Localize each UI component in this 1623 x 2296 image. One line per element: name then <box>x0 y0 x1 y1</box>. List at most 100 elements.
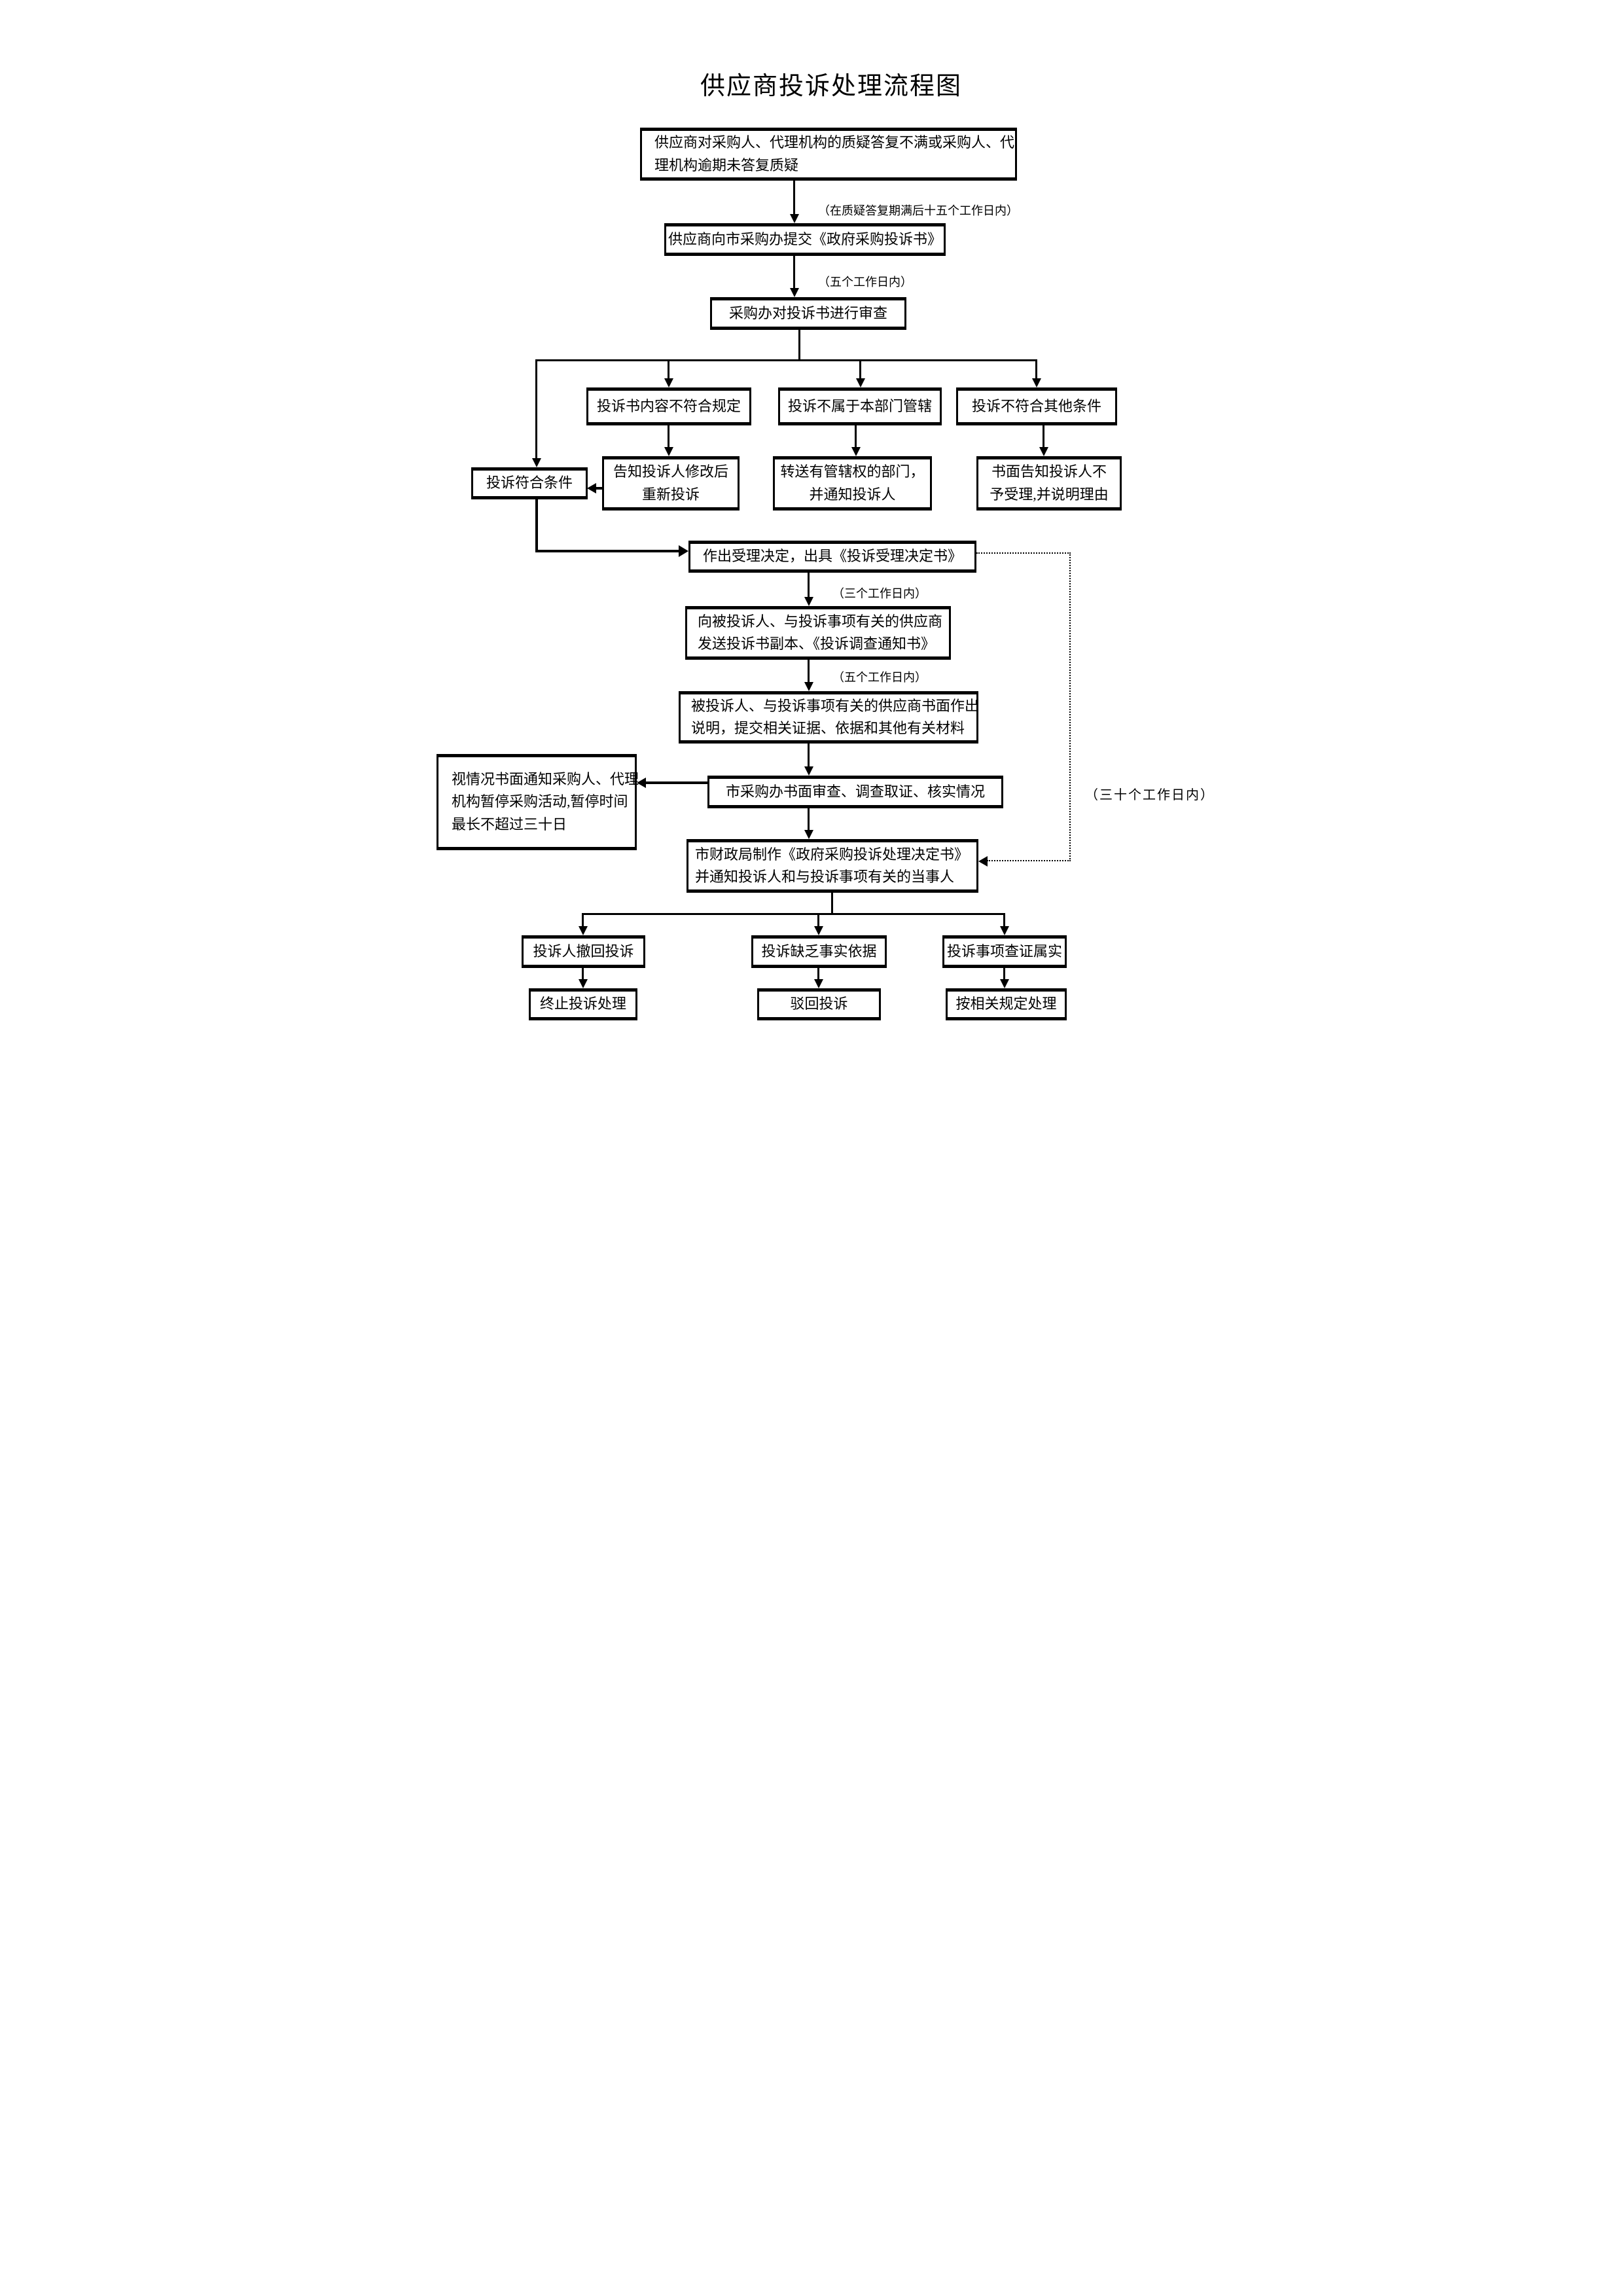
node-suspend-line1: 视情况书面通知采购人、代理 <box>452 771 639 788</box>
edge-jurisdiction-transfer <box>855 425 857 448</box>
node-content-not-conform: 投诉书内容不符合规定 <box>586 387 751 425</box>
node-transfer: 转送有管辖权的部门， 并通知投诉人 <box>773 456 932 511</box>
node-investigate-label: 市采购办书面审查、调查取证、核实情况 <box>725 783 985 800</box>
page-title: 供应商投诉处理流程图 <box>700 73 962 100</box>
node-review: 采购办对投诉书进行审查 <box>710 297 906 330</box>
node-start-line1: 供应商对采购人、代理机构的质疑答复不满或采购人、代 <box>654 134 1015 151</box>
edge-accept-send <box>808 573 810 600</box>
node-accept-decision-label: 作出受理决定，出具《投诉受理决定书》 <box>702 548 962 565</box>
node-review-label: 采购办对投诉书进行审查 <box>728 304 887 321</box>
edge-drop-lackfacts <box>817 913 819 927</box>
annotation-five-days-2: （五个工作日内） <box>832 671 927 684</box>
node-start: 供应商对采购人、代理机构的质疑答复不满或采购人、代 理机构逾期未答复质疑 <box>640 128 1017 181</box>
arrowhead-start-submit <box>790 214 799 223</box>
node-suspend-line2: 机构暂停采购活动,暂停时间 <box>452 793 628 810</box>
node-send-copy: 向被投诉人、与投诉事项有关的供应商 发送投诉书副本、《投诉调查通知书》 <box>685 606 951 660</box>
node-submit-label: 供应商向市采购办提交《政府采购投诉书》 <box>668 230 942 247</box>
node-lack-facts-label: 投诉缺乏事实依据 <box>761 942 877 960</box>
node-send-copy-line1: 向被投诉人、与投诉事项有关的供应商 <box>698 613 943 630</box>
node-lack-facts: 投诉缺乏事实依据 <box>751 935 887 968</box>
node-verified: 投诉事项查证属实 <box>942 935 1067 968</box>
node-terminate-label: 终止投诉处理 <box>539 996 626 1013</box>
edge-drop-jurisdiction <box>859 359 861 380</box>
arrowhead-content-notify <box>664 447 673 456</box>
arrowhead-withdraw-terminate <box>579 979 588 988</box>
node-respondent-line2: 说明，提交相关证据、依据和其他有关材料 <box>691 720 965 736</box>
node-written-reject-line2: 予受理,并说明理由 <box>990 486 1109 503</box>
arrowhead-drop-withdraw <box>579 926 588 935</box>
edge-verified-handle <box>1003 968 1005 980</box>
node-meets: 投诉符合条件 <box>471 467 588 499</box>
edge-content-notify <box>668 425 669 448</box>
arrowhead-other-reject <box>1039 447 1048 456</box>
node-not-jurisdiction: 投诉不属于本部门管辖 <box>778 387 942 425</box>
flowchart-page: 供应商投诉处理流程图 供应商对采购人、代理机构的质疑答复不满或采购人、代 理机构… <box>406 0 1217 1148</box>
node-written-reject-line1: 书面告知投诉人不 <box>991 463 1107 480</box>
node-verified-label: 投诉事项查证属实 <box>946 942 1062 960</box>
arrowhead-drop-verified <box>1000 926 1009 935</box>
node-decision: 市财政局制作《政府采购投诉处理决定书》 并通知投诉人和与投诉事项有关的当事人 <box>687 839 978 893</box>
node-terminate: 终止投诉处理 <box>529 988 637 1020</box>
arrowhead-submit-review <box>790 288 799 297</box>
annotation-after-query: （在质疑答复期满后十五个工作日内） <box>818 204 1018 217</box>
edge-meets-accept-h <box>535 550 680 552</box>
edge-drop-verified <box>1003 913 1005 927</box>
node-transfer-line1: 转送有管辖权的部门， <box>780 463 925 480</box>
node-written-reject: 书面告知投诉人不 予受理,并说明理由 <box>976 456 1122 511</box>
arrowhead-verified-handle <box>1000 979 1009 988</box>
edge-dotted-vertical <box>1069 552 1071 861</box>
edge-drop-withdraw <box>582 913 584 927</box>
edge-distributor-bottom <box>582 913 1005 915</box>
node-investigate: 市采购办书面审查、调查取证、核实情况 <box>707 776 1003 808</box>
edge-drop-content <box>668 359 669 380</box>
annotation-three-days: （三个工作日内） <box>832 587 927 600</box>
node-handle: 按相关规定处理 <box>946 988 1067 1020</box>
arrowhead-dotted-decision <box>978 856 988 867</box>
node-decision-line1: 市财政局制作《政府采购投诉处理决定书》 <box>695 846 969 863</box>
arrowhead-drop-content <box>664 378 673 387</box>
node-notify-amend-line1: 告知投诉人修改后 <box>613 463 728 480</box>
edge-dotted-to-decision <box>987 860 1071 861</box>
node-transfer-line2: 并通知投诉人 <box>809 486 896 503</box>
node-meets-label: 投诉符合条件 <box>486 475 573 492</box>
node-not-other-label: 投诉不符合其他条件 <box>971 397 1101 414</box>
node-not-other: 投诉不符合其他条件 <box>956 387 1117 425</box>
node-decision-line2: 并通知投诉人和与投诉事项有关的当事人 <box>695 869 955 885</box>
node-content-not-conform-label: 投诉书内容不符合规定 <box>596 397 741 414</box>
edge-submit-review <box>793 256 795 289</box>
edge-meets-accept-v <box>535 499 538 552</box>
node-send-copy-line2: 发送投诉书副本、《投诉调查通知书》 <box>698 636 936 652</box>
node-withdraw: 投诉人撤回投诉 <box>522 935 645 968</box>
edge-start-submit <box>793 181 795 215</box>
arrowhead-send-respondent <box>804 682 813 691</box>
edge-drop-other <box>1035 359 1037 380</box>
arrowhead-meets-accept <box>679 545 688 557</box>
edge-notify-meets <box>595 487 603 490</box>
arrowhead-accept-send <box>804 597 813 606</box>
edge-respondent-investigate <box>808 744 810 768</box>
edge-withdraw-terminate <box>582 968 584 980</box>
arrowhead-lackfacts-reject <box>814 979 823 988</box>
node-notify-amend-line2: 重新投诉 <box>641 486 700 503</box>
node-suspend: 视情况书面通知采购人、代理 机构暂停采购活动,暂停时间 最长不超过三十日 <box>437 754 639 850</box>
node-notify-amend: 告知投诉人修改后 重新投诉 <box>602 456 740 511</box>
node-respondent: 被投诉人、与投诉事项有关的供应商书面作出 说明，提交相关证据、依据和其他有关材料 <box>679 691 979 744</box>
edge-investigate-suspend <box>645 781 707 784</box>
arrowhead-respondent-investigate <box>804 766 813 776</box>
edge-distributor-top <box>535 359 1037 361</box>
node-withdraw-label: 投诉人撤回投诉 <box>533 942 634 960</box>
annotation-thirty-days: （三十个工作日内） <box>1085 788 1215 802</box>
arrowhead-drop-lackfacts <box>814 926 823 935</box>
node-reject-label: 驳回投诉 <box>790 996 848 1013</box>
edge-other-reject <box>1043 425 1044 448</box>
arrowhead-notify-meets <box>587 483 596 493</box>
arrowhead-investigate-suspend <box>637 778 646 788</box>
arrowhead-jurisdiction-transfer <box>851 447 861 456</box>
node-submit: 供应商向市采购办提交《政府采购投诉书》 <box>664 223 946 256</box>
node-not-jurisdiction-label: 投诉不属于本部门管辖 <box>787 397 932 414</box>
node-accept-decision: 作出受理决定，出具《投诉受理决定书》 <box>688 541 976 573</box>
edge-review-distributor <box>798 330 800 361</box>
node-start-line2: 理机构逾期未答复质疑 <box>654 156 799 173</box>
edge-decision-distributor <box>831 893 833 914</box>
arrowhead-drop-jurisdiction <box>856 378 865 387</box>
